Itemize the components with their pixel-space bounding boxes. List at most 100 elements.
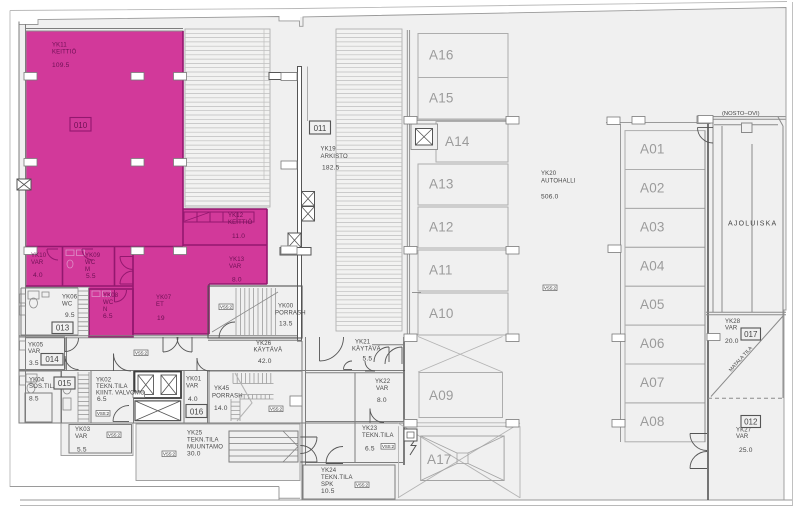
svg-text:WC: WC: [103, 300, 114, 306]
svg-text:4.0: 4.0: [188, 396, 198, 403]
svg-text:PORRASH: PORRASH: [212, 393, 243, 399]
svg-text:30.0: 30.0: [187, 451, 201, 458]
svg-text:5.5: 5.5: [86, 273, 96, 280]
svg-text:YK13: YK13: [229, 257, 245, 263]
svg-text:VSS:2: VSS:2: [108, 432, 121, 437]
svg-text:YK04: YK04: [29, 378, 45, 384]
svg-text:VAR: VAR: [28, 349, 41, 355]
svg-text:VAR: VAR: [725, 326, 738, 332]
svg-text:YK19: YK19: [321, 147, 337, 153]
svg-text:VSS:2: VSS:2: [135, 350, 148, 355]
svg-text:N: N: [103, 307, 107, 313]
svg-text:WC: WC: [62, 302, 73, 308]
svg-text:A13: A13: [429, 177, 454, 192]
svg-text:YK27: YK27: [736, 428, 752, 434]
svg-text:VSS:2: VSS:2: [220, 304, 233, 309]
svg-text:6.5: 6.5: [365, 446, 375, 453]
svg-text:YK08: YK08: [103, 293, 119, 299]
svg-text:YK20: YK20: [541, 171, 557, 177]
svg-text:8.0: 8.0: [232, 277, 242, 284]
svg-text:YK26: YK26: [256, 341, 272, 347]
svg-text:YK11: YK11: [52, 43, 67, 49]
svg-text:YK28: YK28: [725, 319, 741, 325]
svg-text:3.5: 3.5: [29, 360, 39, 367]
svg-text:016: 016: [190, 407, 204, 416]
svg-text:VAR: VAR: [229, 264, 242, 270]
svg-text:014: 014: [45, 355, 59, 364]
svg-text:YK12: YK12: [228, 213, 244, 219]
svg-text:VSS:2: VSS:2: [544, 285, 557, 290]
svg-text:A05: A05: [640, 297, 665, 312]
svg-text:011: 011: [314, 124, 327, 133]
svg-text:013: 013: [56, 323, 70, 332]
svg-text:VAR: VAR: [736, 434, 749, 440]
svg-text:VAR: VAR: [186, 384, 199, 390]
svg-text:YK24: YK24: [321, 468, 337, 474]
svg-text:KÄYTÄVÄ: KÄYTÄVÄ: [254, 347, 283, 354]
svg-text:VSS:2: VSS:2: [97, 411, 110, 416]
svg-text:YK01: YK01: [186, 377, 202, 383]
svg-text:5.5: 5.5: [363, 356, 373, 363]
svg-text:A16: A16: [429, 48, 454, 63]
svg-text:4.0: 4.0: [33, 272, 43, 279]
svg-text:AUTOHALLI: AUTOHALLI: [541, 179, 576, 185]
svg-text:25.0: 25.0: [739, 447, 753, 454]
svg-text:VAR: VAR: [75, 434, 88, 440]
svg-text:A02: A02: [640, 180, 665, 195]
svg-text:YK07: YK07: [156, 295, 172, 301]
svg-text:6.5: 6.5: [103, 313, 113, 320]
svg-text:SOS.TILA: SOS.TILA: [29, 384, 57, 390]
svg-text:M: M: [85, 267, 90, 273]
svg-text:VSS:2: VSS:2: [382, 444, 395, 449]
svg-text:YK09: YK09: [85, 253, 101, 259]
svg-text:YK22: YK22: [375, 379, 391, 385]
svg-text:A09: A09: [429, 388, 454, 403]
svg-text:A17: A17: [427, 452, 452, 467]
svg-text:8.0: 8.0: [377, 397, 387, 404]
svg-text:109.5: 109.5: [52, 62, 70, 69]
svg-text:20.0: 20.0: [725, 338, 739, 345]
svg-text:012: 012: [744, 417, 758, 426]
svg-text:14.0: 14.0: [214, 405, 228, 412]
svg-text:AJOLUISKA: AJOLUISKA: [728, 221, 777, 228]
svg-text:506.0: 506.0: [541, 194, 559, 201]
svg-text:6.5: 6.5: [97, 396, 107, 403]
svg-text:182.5: 182.5: [322, 165, 340, 172]
svg-text:A11: A11: [429, 263, 453, 278]
svg-text:YK23: YK23: [362, 426, 378, 432]
svg-text:VAR: VAR: [376, 386, 389, 392]
svg-text:TEKN.TILA: TEKN.TILA: [362, 433, 394, 439]
svg-text:015: 015: [58, 379, 72, 388]
svg-text:9.5: 9.5: [65, 312, 75, 319]
svg-text:YK03: YK03: [75, 427, 91, 433]
svg-text:VSS:2: VSS:2: [356, 482, 369, 487]
svg-text:YK21: YK21: [355, 340, 371, 346]
svg-text:A12: A12: [429, 220, 454, 235]
svg-text:PORRASH: PORRASH: [275, 311, 306, 317]
svg-text:YK45: YK45: [214, 386, 230, 392]
svg-text:13.5: 13.5: [279, 321, 293, 328]
svg-text:WC: WC: [85, 260, 96, 266]
svg-text:YK00: YK00: [278, 304, 294, 310]
svg-text:5.5: 5.5: [77, 447, 87, 454]
svg-text:ARKISTO: ARKISTO: [321, 154, 348, 160]
svg-text:TEKN.TILA: TEKN.TILA: [96, 384, 128, 390]
svg-text:KÄYTÄVÄ: KÄYTÄVÄ: [352, 346, 381, 353]
svg-text:(NOSTO–OVI): (NOSTO–OVI): [722, 111, 760, 117]
svg-text:VSS:2: VSS:2: [270, 406, 283, 411]
svg-text:A10: A10: [429, 306, 454, 321]
svg-text:MUUNTAMO: MUUNTAMO: [187, 445, 223, 451]
svg-text:11.0: 11.0: [232, 233, 245, 240]
svg-text:A01: A01: [640, 142, 665, 157]
svg-text:A06: A06: [640, 336, 665, 351]
svg-text:A14: A14: [445, 134, 470, 149]
svg-text:YK02: YK02: [96, 378, 112, 384]
svg-text:A08: A08: [640, 414, 665, 429]
svg-text:YK10: YK10: [31, 253, 47, 259]
svg-text:A07: A07: [640, 375, 665, 390]
svg-text:010: 010: [74, 121, 88, 130]
svg-text:KEITTIÖ: KEITTIÖ: [52, 49, 77, 56]
svg-text:KEITTIÖ: KEITTIÖ: [228, 219, 253, 226]
svg-text:A15: A15: [429, 90, 454, 105]
svg-text:YK05: YK05: [28, 343, 44, 349]
